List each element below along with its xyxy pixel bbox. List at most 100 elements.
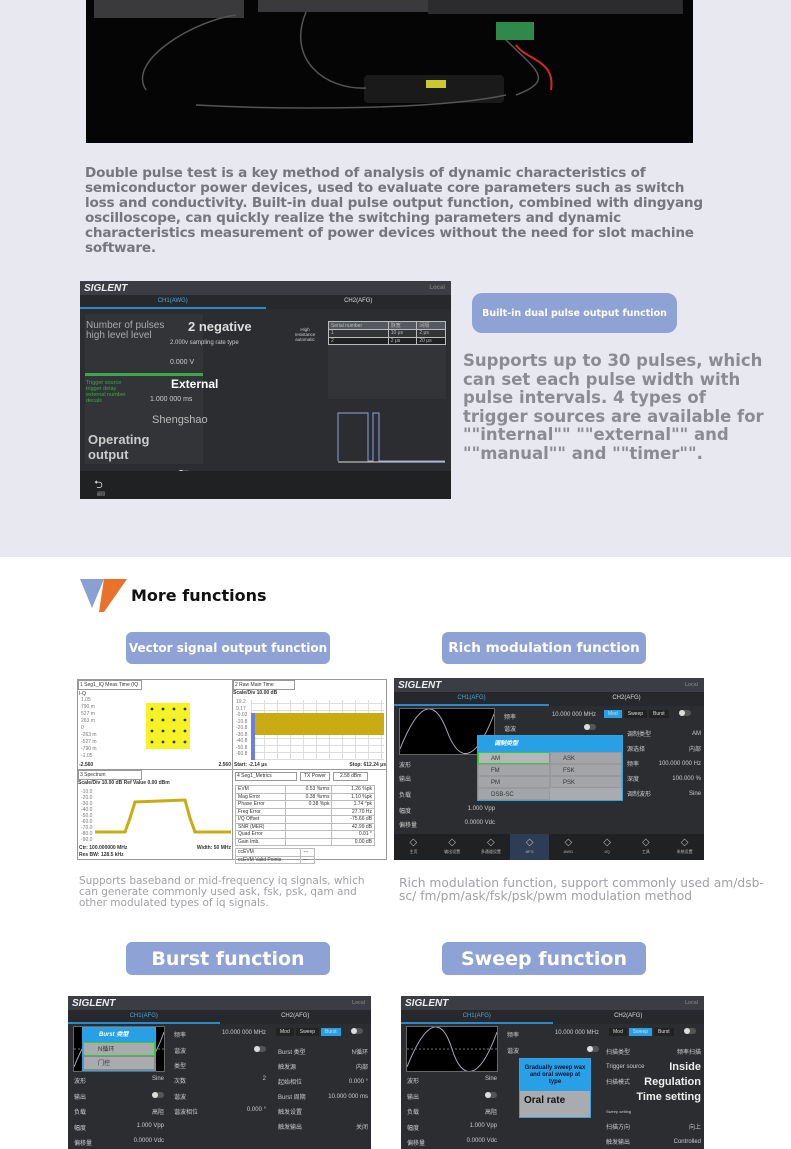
tab-ch2[interactable]: CH2(AFG): [281, 1013, 310, 1019]
mode-toggle[interactable]: [678, 710, 691, 716]
mode-tab-burst[interactable]: Burst: [654, 1028, 674, 1036]
nav-item[interactable]: ◇主页: [394, 834, 433, 860]
setting-value[interactable]: 100.000 %: [672, 775, 701, 782]
mode-toggle[interactable]: [350, 1028, 363, 1034]
mode-tab-mod[interactable]: Mod: [609, 1028, 627, 1036]
harmonic-toggle[interactable]: [587, 1046, 599, 1052]
nav-item[interactable]: ◇输出设置: [433, 834, 472, 860]
offset-value[interactable]: 0.0000 Vdc: [464, 820, 495, 826]
mode-tab-sweep[interactable]: Sweep: [295, 1028, 320, 1036]
setting-value[interactable]: N循环: [351, 1050, 368, 1056]
pulses-value[interactable]: 2 negative: [188, 319, 252, 334]
pane3-dropdown[interactable]: 3 Spectrum: [78, 770, 142, 780]
modulation-option[interactable]: ASK: [550, 752, 622, 764]
freq-value[interactable]: 10.000 000 MHz: [551, 712, 596, 718]
amp-value[interactable]: 1.000 Vpp: [136, 1123, 164, 1129]
setting-row[interactable]: 触发输出关闭: [278, 1119, 368, 1134]
mode-tab-burst[interactable]: Burst: [649, 710, 669, 718]
modulation-option[interactable]: PSK: [550, 776, 622, 788]
amp-value[interactable]: 1.000 Vpp: [467, 806, 495, 812]
setting-row[interactable]: 触发源内部: [278, 1059, 368, 1074]
load-value[interactable]: 高阻: [484, 1110, 497, 1116]
setting-value[interactable]: 100.000 000 Hz: [658, 760, 701, 767]
delay-value[interactable]: 1.000 000 ms: [150, 396, 193, 403]
mode-tab-mod[interactable]: Mod: [276, 1028, 294, 1036]
offset-value[interactable]: 0.0000 Vdc: [133, 1138, 164, 1144]
nav-item[interactable]: ◇多通道设置: [472, 834, 511, 860]
modulation-option[interactable]: PM: [478, 776, 550, 788]
setting-row[interactable]: Time setting: [606, 1089, 701, 1104]
tab-ch1[interactable]: CH1(AFG): [394, 692, 549, 706]
mode-tab-burst[interactable]: Burst: [321, 1028, 341, 1036]
tab-ch1[interactable]: CH1(AFG): [401, 1010, 553, 1024]
setting-value[interactable]: Inside: [669, 1060, 701, 1073]
setting-value[interactable]: Regulation: [644, 1075, 701, 1088]
freq-value[interactable]: 10.000 000 MHz: [554, 1030, 599, 1036]
offset-value[interactable]: 0.0000 Vdc: [466, 1138, 497, 1144]
nav-item[interactable]: ◇AWG: [549, 834, 588, 860]
burst-option[interactable]: 门控: [83, 1056, 155, 1070]
setting-value[interactable]: 内部: [355, 1065, 368, 1071]
pane4-dropdown[interactable]: 4 Seg1_Metrics: [235, 772, 297, 781]
pane2-dropdown[interactable]: 2 Raw Main Time: [233, 680, 295, 690]
setting-row[interactable]: 扫描方向向上: [606, 1119, 701, 1134]
modulation-option[interactable]: DSB-SC: [478, 788, 550, 800]
phase-value[interactable]: 0.000 °: [246, 1107, 266, 1113]
modulation-option[interactable]: AM: [478, 752, 550, 764]
wave-value[interactable]: Sine: [151, 1076, 164, 1082]
setting-row[interactable]: 扫描类型频率扫描: [606, 1044, 701, 1059]
setting-row[interactable]: 触发设置: [278, 1104, 368, 1119]
setting-value[interactable]: 向上: [688, 1125, 701, 1131]
mode-tab-sweep[interactable]: Sweep: [623, 710, 648, 718]
nav-item[interactable]: ◇系统设置: [665, 834, 704, 860]
setting-row[interactable]: Sweep setting: [606, 1104, 701, 1119]
setting-value[interactable]: 10.000 000 ms: [328, 1093, 368, 1100]
setting-value[interactable]: Sine: [688, 790, 701, 797]
amp-value[interactable]: 1.000 Vpp: [469, 1123, 497, 1129]
level-value[interactable]: 0.000 V: [170, 359, 195, 366]
setting-value[interactable]: Controlled: [673, 1138, 701, 1145]
load-value[interactable]: 高阻: [151, 1110, 164, 1116]
burst-option[interactable]: N循环: [83, 1042, 155, 1056]
setting-row[interactable]: 源选择内部: [627, 741, 701, 756]
freq-value[interactable]: 10.000 000 MHz: [221, 1030, 266, 1036]
pane1-dropdown[interactable]: 1 Seg1_IQ Meas Time (IQ: [78, 680, 142, 690]
harmonic-toggle[interactable]: [584, 724, 596, 730]
modulation-option[interactable]: FM: [478, 764, 550, 776]
setting-value[interactable]: 内部: [688, 747, 701, 753]
modulation-option[interactable]: FSK: [550, 764, 622, 776]
trigger-value[interactable]: External: [171, 377, 219, 391]
mode-toggle[interactable]: [683, 1028, 696, 1034]
output-toggle[interactable]: [152, 1092, 164, 1098]
nav-item[interactable]: ◇工具: [627, 834, 666, 860]
popup-rate[interactable]: Oral rate: [524, 1095, 566, 1106]
count-value[interactable]: 2: [262, 1076, 266, 1082]
setting-value[interactable]: 频率扫描: [676, 1050, 701, 1056]
tab-ch2[interactable]: CH2(AFG): [614, 1013, 643, 1019]
nav-item[interactable]: ◇I/Q: [588, 834, 627, 860]
setting-value[interactable]: 0.000 °: [348, 1078, 368, 1085]
tab-ch1[interactable]: CH1(AWG): [80, 295, 266, 309]
tab-ch2[interactable]: CH2(AFG): [612, 695, 641, 701]
back-icon[interactable]: ⮌: [94, 479, 103, 491]
tab-ch2[interactable]: CH2(AFG): [344, 298, 373, 304]
mode-tab-mod[interactable]: Mod: [604, 710, 622, 718]
setting-value[interactable]: 关闭: [355, 1125, 368, 1131]
setting-value[interactable]: Time setting: [636, 1090, 701, 1103]
mode-tab-sweep[interactable]: Sweep: [628, 1028, 653, 1036]
tab-ch1[interactable]: CH1(AFG): [68, 1010, 220, 1024]
wave-value[interactable]: Sine: [484, 1076, 497, 1082]
output-toggle[interactable]: [485, 1092, 497, 1098]
